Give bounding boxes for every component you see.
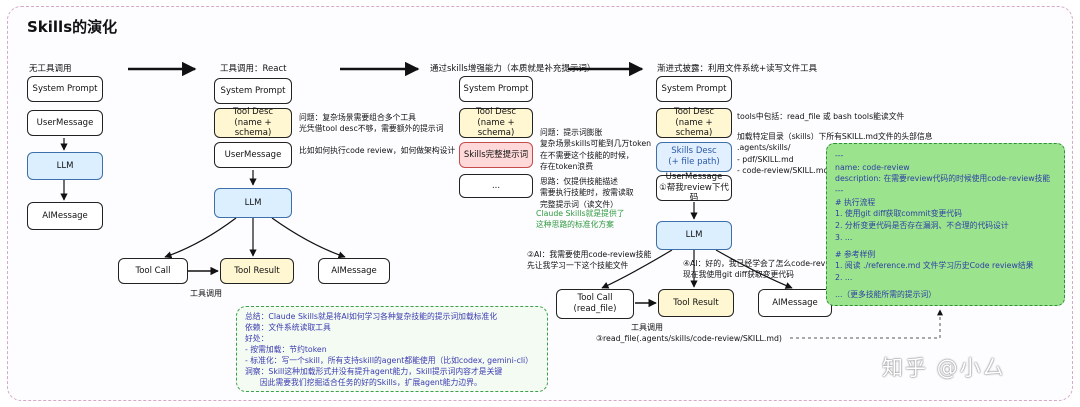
col2-tool-desc-name: Tool Desc: [232, 107, 274, 118]
skill-line: 1. 阅读 ./reference.md 文件学习历史Code review结果: [835, 261, 1034, 271]
skill-line: ...（更多技能所需的提示词）: [835, 289, 936, 299]
col4-note-line: ②AI：我需要使用code-review技能: [527, 250, 652, 259]
col3-note-line: 需要执行技能时，按需读取: [540, 188, 634, 198]
col3-tool-desc-name: Tool Desc: [475, 107, 517, 118]
skill-line: 1. 使用git diff获取commit变更代码: [835, 209, 962, 219]
skill-line: # 参考样例: [835, 249, 876, 259]
col4-tool-desc-schema: (name + schema): [675, 117, 713, 139]
summary-box: 总结：Claude Skills就是将AI如何学习各种复杂技能的提示词加载标准化…: [236, 306, 548, 392]
col4-skills-desc-path: (+ file path): [668, 157, 720, 167]
col4-load-note: 加载特定目录（skills）下所有SKILL.md文件的头部信息 .agents…: [737, 131, 933, 176]
skill-line: description: 在需要review代码的时候使用code-review…: [835, 174, 1051, 184]
col2-note-line: 比如如何执行code review，如何做架构设计: [299, 145, 456, 155]
col2-tool-result: Tool Result: [220, 258, 294, 284]
col3-ellipsis: ...: [459, 174, 533, 198]
col4-read-file-step: ③read_file(.agents/skills/code-review/SK…: [596, 334, 782, 343]
col3-note-line: 思路：仅提供技能描述: [540, 177, 618, 186]
col1-llm: LLM: [27, 152, 103, 180]
summary-line: 因此需要我们挖掘适合任务的好的Skills，扩展agent能力边界。: [245, 378, 482, 388]
summary-line: - 标准化：写一个skill，所有支持skill的agent都能使用（比如cod…: [245, 356, 533, 366]
summary-line: 总结：Claude Skills就是将AI如何学习各种复杂技能的提示词加载标准化: [245, 312, 498, 321]
col3-tool-desc: Tool Desc (name + schema): [459, 107, 533, 139]
col2-note-line: 问题：复杂场景需要组合多个工具: [299, 113, 416, 122]
col4-note-line: - pdf/SKILL.md: [737, 154, 794, 164]
col3-skills-full-prompt: Skills完整提示词: [459, 142, 533, 168]
col3-note-line: Claude Skills就是提供了: [536, 209, 625, 218]
col3-claude-note: Claude Skills就是提供了 这种思路的标准化方案: [536, 208, 625, 231]
col4-user-message-title: UserMessage: [665, 172, 723, 183]
col3-note-line: 问题：提示词膨胀: [540, 128, 603, 137]
skill-line: # 执行流程: [835, 197, 876, 207]
col4-note-line: 加载特定目录（skills）下所有SKILL.md文件的头部信息: [737, 132, 933, 141]
col4-ai-step2-note: ②AI：我需要使用code-review技能 先让我学习一下这个技能文件: [527, 249, 651, 272]
skill-line: ---: [835, 186, 844, 196]
col4-tool-desc-name: Tool Desc: [673, 107, 715, 118]
col4-note-line: - code-review/SKILL.md: [737, 165, 829, 175]
col4-tool-loop-label: 工具调用: [631, 323, 663, 332]
col3-note-line: 存在token浪费: [540, 161, 593, 171]
col2-tool-desc: Tool Desc (name + schema): [214, 107, 292, 139]
col4-skills-desc: Skills Desc (+ file path): [656, 142, 732, 172]
col2-tool-loop-label: 工具调用: [190, 289, 222, 298]
col1-ai-message: AIMessage: [27, 202, 103, 230]
col3-tool-desc-schema: (name + schema): [477, 117, 515, 139]
col4-ai-message: AIMessage: [758, 289, 832, 317]
column-title-react: 工具调用：React: [220, 64, 287, 74]
column-title-no-tools: 无工具调用: [29, 64, 72, 74]
col2-llm: LLM: [214, 188, 292, 218]
col2-tool-call: Tool Call: [118, 258, 188, 284]
skill-line: 3. ...: [835, 232, 853, 242]
col3-note-line: 在不需要这个技能的时候，: [540, 150, 634, 160]
summary-line: - 按需加载：节约token: [245, 345, 327, 355]
col3-idea-note: 思路：仅提供技能描述 需要执行技能时，按需读取 完整提示词（读文件）: [540, 176, 634, 210]
col4-tool-call: Tool Call (read_file): [556, 289, 634, 319]
col2-problem-note: 问题：复杂场景需要组合多个工具 光凭借tool desc不够，需要额外的提示词 …: [299, 112, 455, 156]
column-title-progressive: 渐进式披露：利用文件系统+读写文件工具: [657, 64, 818, 74]
col2-note-line: 光凭借tool desc不够，需要额外的提示词: [299, 124, 444, 134]
col1-system-prompt: System Prompt: [27, 76, 103, 102]
col2-user-message: UserMessage: [214, 142, 292, 168]
skill-line: 2. 分析变更代码是否存在漏洞、不合理的代码设计: [835, 221, 1009, 231]
col4-note-line: 先让我学习一下这个技能文件: [527, 261, 629, 271]
summary-line: 依赖：文件系统读取工具: [245, 323, 331, 333]
column-title-skills: 通过skills增强能力（本质就是补充提示词）: [430, 64, 596, 74]
col3-problem-note: 问题：提示词膨胀 复杂场景skills可能到几万token 在不需要这个技能的时…: [540, 127, 651, 172]
col3-note-line: 这种思路的标准化方案: [536, 220, 614, 230]
col3-system-prompt: System Prompt: [459, 76, 533, 102]
skill-line: ---: [835, 151, 844, 160]
skill-line: name: code-review: [835, 162, 910, 172]
col1-user-message: UserMessage: [27, 110, 103, 136]
col4-ai-step4-note: ④AI：好的，我已经学会了怎么code-review 现在我使用git diff…: [683, 258, 839, 281]
col3-note-line: 复杂场景skills可能到几万token: [540, 139, 652, 149]
col4-tool-result: Tool Result: [658, 289, 734, 317]
summary-line: 好处：: [245, 334, 269, 344]
col3-note-line: 完整提示词（读文件）: [540, 199, 618, 209]
col2-ai-message: AIMessage: [318, 258, 390, 284]
col2-tool-desc-schema: (name + schema): [234, 117, 272, 139]
col4-tool-call-title: Tool Call: [577, 293, 613, 304]
col4-llm: LLM: [656, 221, 732, 250]
col4-tool-desc: Tool Desc (name + schema): [656, 107, 732, 139]
col4-note-line: 现在我使用git diff获取变更代码: [683, 270, 794, 280]
col4-note-line: .agents/skills/: [737, 143, 791, 153]
skill-line: 2. ...: [835, 272, 853, 282]
col4-user-message: UserMessage ①帮我review下代码: [656, 172, 732, 204]
col2-system-prompt: System Prompt: [214, 78, 292, 104]
col4-user-message-text: ①帮我review下代码: [659, 182, 729, 204]
col4-tools-note: tools中包括：read_file 或 bash tools能读文件: [737, 112, 905, 121]
page-title: Skills的演化: [27, 18, 118, 36]
col4-skills-desc-name: Skills Desc: [671, 146, 717, 157]
watermark: 知乎 @小厶: [882, 356, 1006, 380]
col4-system-prompt: System Prompt: [656, 76, 732, 102]
summary-line: 洞察：Skill这种加载形式并没有提升agent能力，Skill提示词内容才是关…: [245, 367, 503, 377]
col4-note-line: ④AI：好的，我已经学会了怎么code-review: [683, 259, 839, 268]
col4-tool-call-fn: (read_file): [573, 304, 617, 314]
skill-file-panel: --- name: code-review description: 在需要re…: [826, 143, 1065, 306]
